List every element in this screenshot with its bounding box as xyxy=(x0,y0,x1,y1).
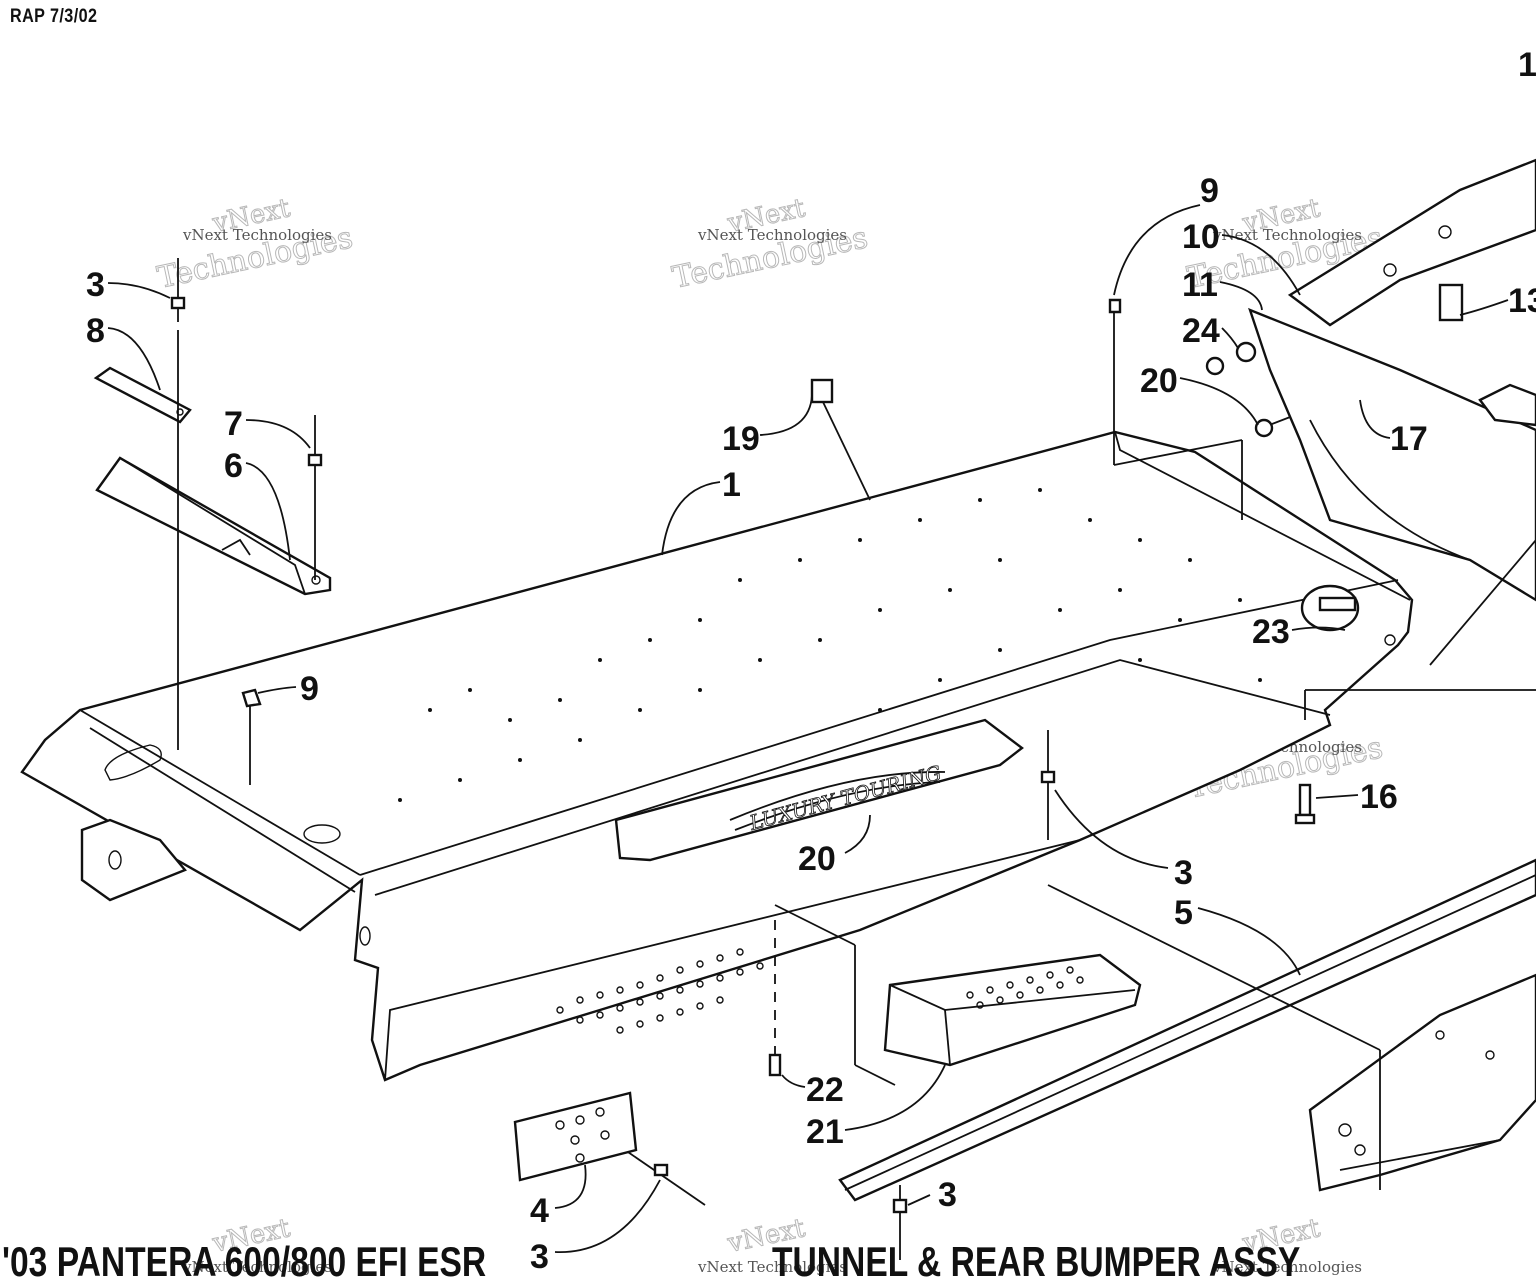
callout-3c: 3 xyxy=(530,1238,549,1276)
callout-11: 11 xyxy=(1182,266,1218,304)
callout-5: 5 xyxy=(1174,894,1193,932)
rivet-icon-3b xyxy=(1040,730,1056,840)
callout-4: 4 xyxy=(530,1192,549,1230)
tunnel-holes xyxy=(398,488,1262,802)
callout-leaders xyxy=(107,204,1509,1253)
plug-icon-9-top xyxy=(1108,298,1243,520)
side-rail-part xyxy=(838,858,1536,1202)
callout-3d: 3 xyxy=(938,1176,957,1214)
svg-text:vNext Technologies: vNext Technologies xyxy=(697,1258,847,1276)
callout-23: 23 xyxy=(1252,613,1290,651)
upper-right-frame-part xyxy=(1248,158,1536,720)
decal-19-part xyxy=(810,378,871,501)
svg-text:vNext Technologies: vNext Technologies xyxy=(1212,226,1362,244)
model-title: '03 PANTERA 600/800 EFI ESR xyxy=(2,1238,487,1285)
bumper-bracket-part xyxy=(95,456,332,596)
bolt-icon-23 xyxy=(1300,584,1360,632)
plug-icon-9-left xyxy=(241,688,262,785)
rivet-icon-3a xyxy=(170,258,186,750)
tunnel-side-perforations xyxy=(556,948,764,1034)
screw-icon-22 xyxy=(768,920,782,1077)
assembly-title: TUNNEL & REAR BUMPER ASSY xyxy=(772,1238,1301,1285)
callout-labels: 3 8 7 6 9 19 1 9 10 11 24 20 17 13 23 16… xyxy=(86,46,1536,1276)
callout-20b: 20 xyxy=(798,840,836,878)
callout-17: 17 xyxy=(1390,420,1428,458)
callout-20a: 20 xyxy=(1140,362,1178,400)
callout-19: 19 xyxy=(722,420,760,458)
callout-3b: 3 xyxy=(1174,854,1193,892)
callout-8: 8 xyxy=(86,312,105,350)
rivet-icon-7 xyxy=(307,415,323,580)
leader-lines xyxy=(774,884,1381,1190)
watermark-top-center: vNext Technologies vNext Technologies xyxy=(669,193,871,297)
callout-16: 16 xyxy=(1360,778,1398,816)
footrest-part xyxy=(883,953,1142,1067)
callout-10: 10 xyxy=(1182,218,1220,256)
callout-13: 13 xyxy=(1508,282,1536,320)
callout-9a: 9 xyxy=(300,670,319,708)
rear-frame-part xyxy=(1308,973,1536,1192)
svg-text:vNext Technologies: vNext Technologies xyxy=(697,226,847,244)
callout-3a: 3 xyxy=(86,266,105,304)
svg-text:vNext Technologies: vNext Technologies xyxy=(182,226,332,244)
watermark-top-left: vNext Technologies vNext Technologies xyxy=(154,193,356,297)
svg-text:vNext Technologies: vNext Technologies xyxy=(1212,1258,1362,1276)
callout-6: 6 xyxy=(224,447,243,485)
rivet-icon-3c xyxy=(624,1149,706,1206)
tunnel-part xyxy=(20,430,1414,1082)
rivet-icon-3d xyxy=(892,1185,908,1260)
bolt-icon-16 xyxy=(1294,783,1316,825)
corner-callout: 1 xyxy=(1518,46,1536,84)
svg-text:vNext Technologies: vNext Technologies xyxy=(182,1258,332,1276)
callout-1: 1 xyxy=(722,466,741,504)
callout-21: 21 xyxy=(806,1113,844,1151)
callout-7: 7 xyxy=(224,405,243,443)
license-plate-bracket-part xyxy=(513,1091,638,1182)
callout-22: 22 xyxy=(806,1071,844,1109)
callout-24: 24 xyxy=(1182,312,1220,350)
bumper-plate-part xyxy=(93,366,192,424)
footrest-grip-holes xyxy=(966,966,1084,1009)
callout-9b: 9 xyxy=(1200,172,1219,210)
diagram-code: RAP 7/3/02 xyxy=(10,6,98,27)
